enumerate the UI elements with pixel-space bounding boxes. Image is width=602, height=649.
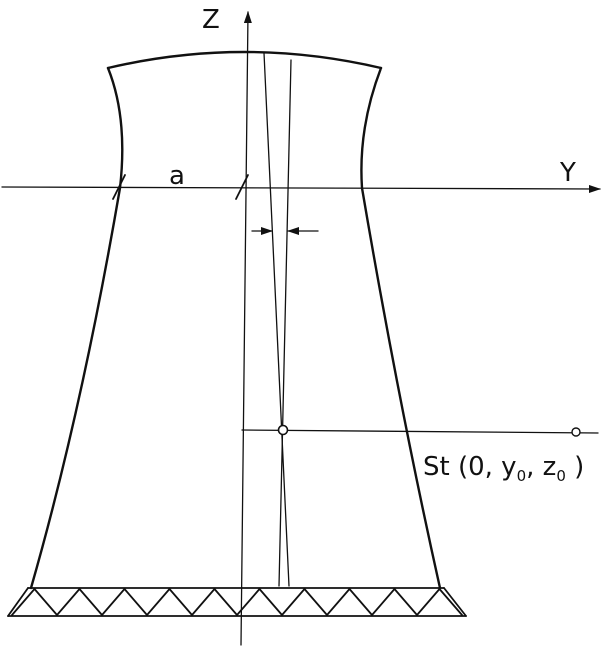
column-line-right — [278, 59, 292, 587]
z-axis — [240, 11, 252, 646]
station-line — [241, 429, 599, 434]
dim-tick-left — [112, 174, 126, 200]
station-end-node — [571, 427, 581, 437]
foundation — [7, 587, 467, 617]
station-label: St (0, y0, z0 ) — [423, 452, 584, 485]
tower-left-wall — [29, 66, 124, 590]
foundation-right-end — [443, 587, 467, 617]
station-label-prefix: St (0, y — [423, 452, 517, 482]
dim-tick-right — [235, 174, 249, 200]
foundation-zigzag — [11, 588, 463, 616]
station-label-suffix: ) — [566, 452, 584, 482]
tower-right-wall — [360, 66, 442, 590]
column-line-left — [263, 52, 290, 587]
foundation-left-end — [7, 587, 29, 617]
station-label-mid: , z — [526, 452, 556, 482]
z-axis-label: Z — [202, 5, 220, 35]
y-axis — [1, 184, 601, 193]
station-label-sub2: 0 — [556, 467, 566, 485]
station-node — [277, 424, 289, 436]
station-label-sub1: 0 — [517, 467, 527, 485]
y-axis-label: Y — [559, 158, 576, 188]
dimension-a-label: a — [169, 161, 185, 191]
tower-top-rim — [106, 50, 383, 70]
